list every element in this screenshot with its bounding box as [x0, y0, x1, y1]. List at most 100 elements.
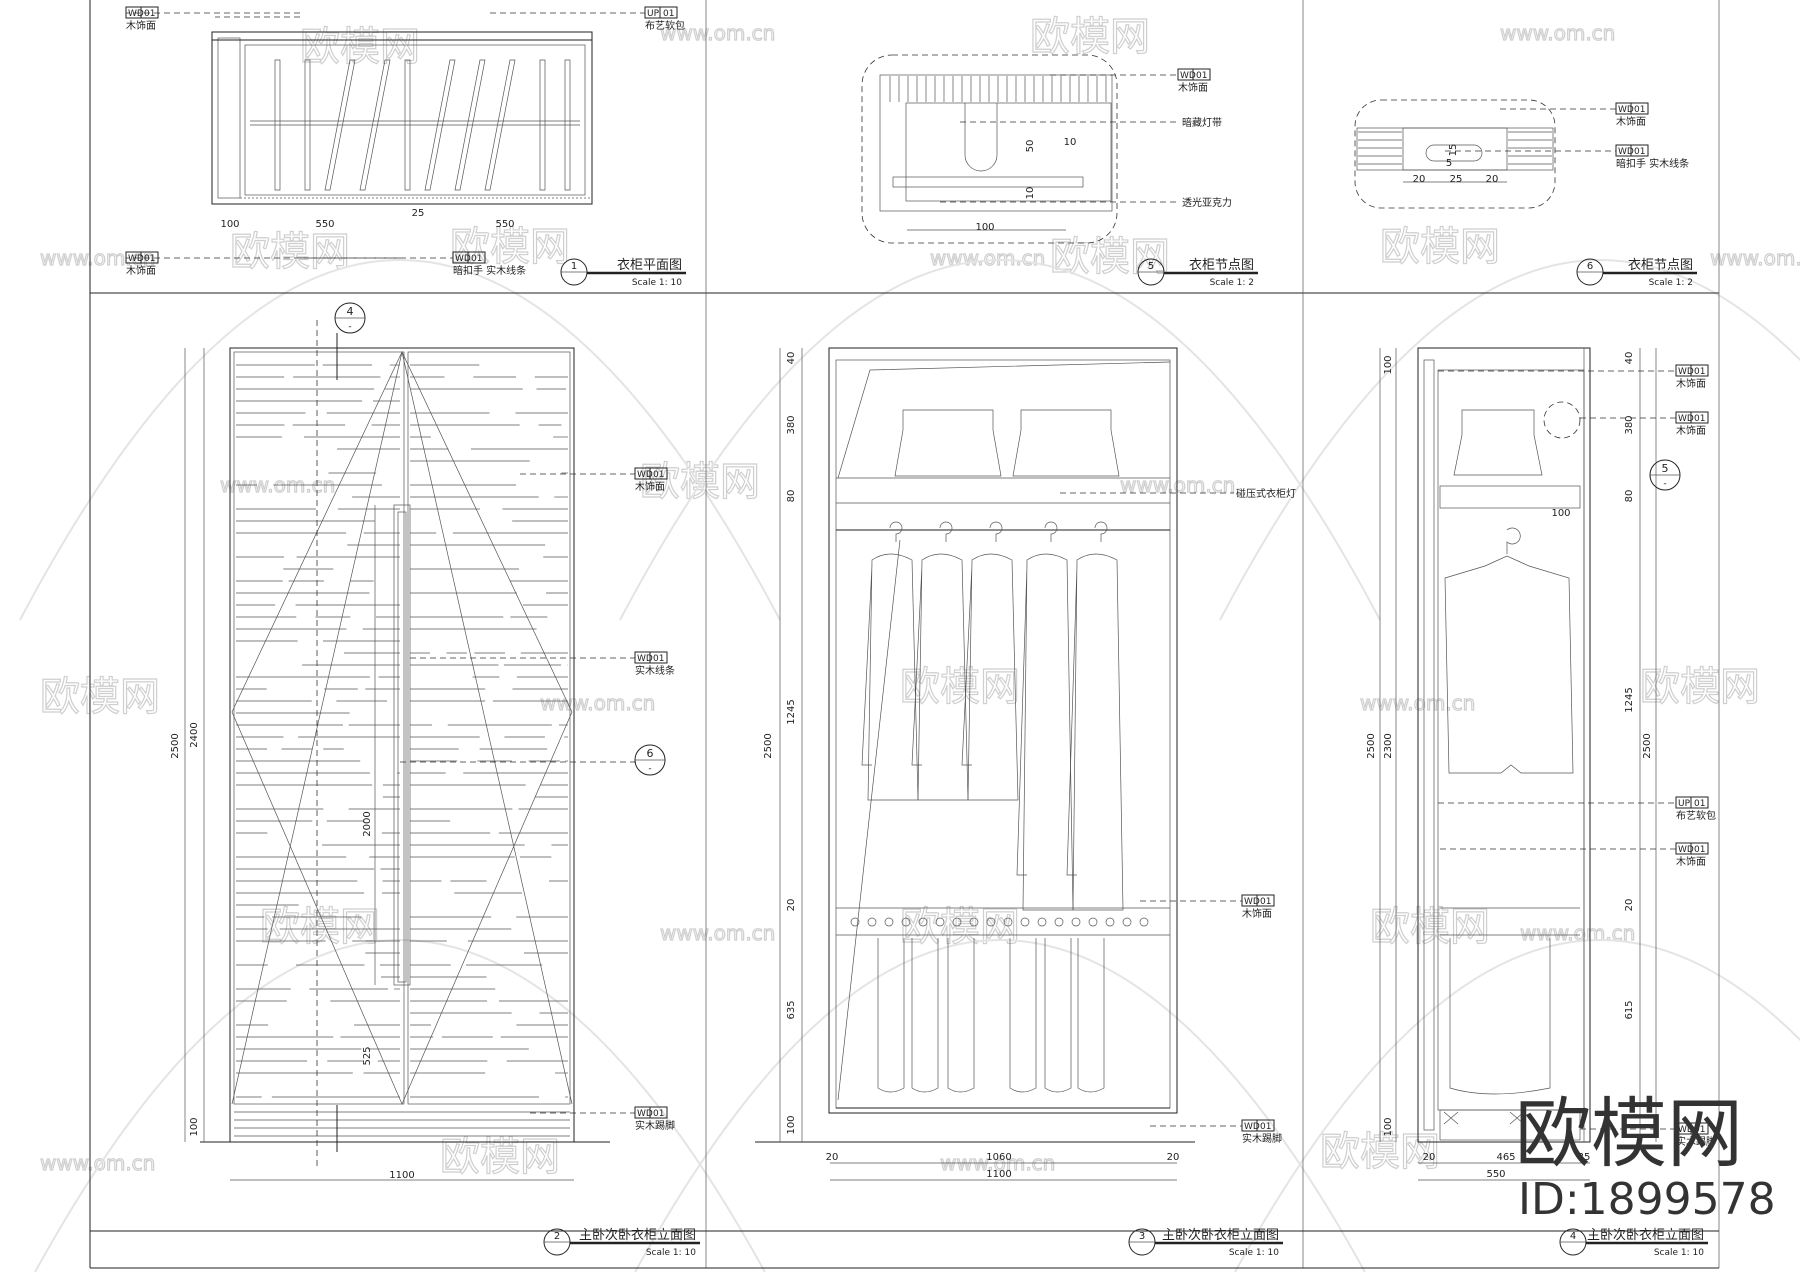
shoe-rack-hole [969, 917, 979, 927]
callout-number: 01 [471, 254, 482, 264]
watermark-layer: 欧模网欧模网欧模网欧模网欧模网欧模网欧模网欧模网欧模网欧模网欧模网欧模网欧模网欧… [19, 13, 1800, 1272]
watermark-brand: 欧模网 [640, 459, 760, 505]
callout-number: 01 [1634, 147, 1645, 157]
shoe-rack-hole [1122, 917, 1132, 927]
callout-code: UP [1678, 799, 1691, 809]
hanging-shirts [861, 521, 1124, 911]
material-callout: 透光亚克力 [940, 196, 1232, 209]
plan-hanger [304, 59, 311, 191]
callout-code: WD [128, 254, 144, 264]
callout-tag-box [1615, 144, 1649, 157]
callout-number: 01 [144, 254, 155, 264]
view-number: 5 [1148, 261, 1154, 272]
trousers [947, 938, 975, 1093]
watermark-brand: 欧模网 [300, 24, 420, 70]
watermark-url: www.om.cn [1500, 21, 1615, 45]
callout-text: 实木踢脚 [635, 1119, 675, 1132]
dimension-label: 1060 [986, 1152, 1011, 1163]
shoe-rack-hole [850, 917, 860, 927]
callout-code: WD [128, 9, 144, 19]
dimension-label: 100 [1383, 1117, 1394, 1136]
dimension-label: 380 [1624, 415, 1635, 434]
callout-tag-box [1241, 1119, 1275, 1132]
callout-code: WD [637, 470, 653, 480]
section-marker-sheet: - [1663, 479, 1666, 489]
callout-number: 01 [1694, 799, 1705, 809]
callout-tag-box [1675, 796, 1709, 809]
shoe-rack-hole [918, 917, 928, 927]
recessed-handle-node-detail [1354, 99, 1556, 209]
dimension-label: 15 [1448, 144, 1459, 157]
plan-hanger [424, 59, 456, 191]
callout-text: 实木线条 [635, 664, 675, 677]
view-title: 衣柜节点图 [1189, 257, 1254, 273]
shoe-rack-hole [1054, 917, 1064, 927]
dimension-label: 25 [412, 208, 425, 219]
view-scale: Scale 1: 10 [1229, 1248, 1279, 1258]
dimension-label: 20 [786, 899, 797, 912]
callout-tag-box [1177, 68, 1211, 81]
watermark-brand: 欧模网 [1640, 664, 1760, 710]
shoe-rack-hole [867, 917, 877, 927]
view-scale: Scale 1: 10 [632, 278, 682, 288]
dimension-label: 2400 [189, 722, 200, 747]
watermark-url: www.om.cn [1710, 246, 1800, 270]
callout-tag-box [634, 467, 668, 480]
watermark-brand: 欧模网 [900, 664, 1020, 710]
watermark-brand: 欧模网 [440, 1134, 560, 1180]
callout-text: 碰压式衣柜灯 [1236, 487, 1296, 500]
view-title: 衣柜平面图 [617, 257, 682, 273]
callout-text: 布艺软包 [1676, 809, 1716, 822]
callout-text: 暗扣手 实木线条 [1616, 157, 1689, 170]
view-number: 2 [554, 1231, 560, 1242]
callout-code: WD [1618, 105, 1634, 115]
section-marker[interactable]: 6- [634, 744, 666, 776]
watermark-brand: 欧模网 [1370, 904, 1490, 950]
shirt [861, 521, 919, 801]
watermark-brand: 欧模网 [230, 229, 350, 275]
section-marker[interactable]: 5- [1649, 459, 1681, 491]
callout-tag-box [1675, 411, 1709, 424]
storage-box [894, 409, 1002, 477]
callout-number: 01 [1694, 414, 1705, 424]
section-marker[interactable]: 4- [334, 302, 366, 334]
dimension-label: 20 [1423, 1152, 1436, 1163]
storage-boxes [894, 409, 1120, 477]
view-scale: Scale 1: 10 [1654, 1248, 1704, 1258]
callout-text: 暗藏灯带 [1182, 116, 1222, 129]
dimension-label: 1100 [986, 1169, 1011, 1180]
callout-code: WD [1618, 147, 1634, 157]
dimension-label: 2500 [170, 733, 181, 758]
wardrobe-plan-view [211, 16, 593, 205]
dimension-label: 5 [1446, 158, 1452, 169]
plan-hanger [404, 59, 411, 191]
callout-tag-box [125, 6, 159, 19]
trousers [1449, 938, 1551, 1095]
watermark-arc [1219, 259, 1800, 621]
dimension-label: 2000 [362, 811, 373, 836]
callout-code: UP [647, 9, 660, 19]
watermark-arc [634, 939, 1366, 1272]
detail-circle [1543, 401, 1581, 439]
callout-tag-box [1675, 1122, 1709, 1135]
view-scale: Scale 1: 2 [1649, 278, 1693, 288]
wood-grain-lines [234, 364, 570, 1137]
plan-hanger [359, 59, 391, 191]
callout-text: 木饰面 [635, 480, 665, 493]
dimension-label: 550 [495, 219, 514, 230]
watermark-brand: 欧模网 [1050, 234, 1170, 280]
shirt [961, 521, 1019, 801]
watermark-arc [34, 939, 766, 1272]
